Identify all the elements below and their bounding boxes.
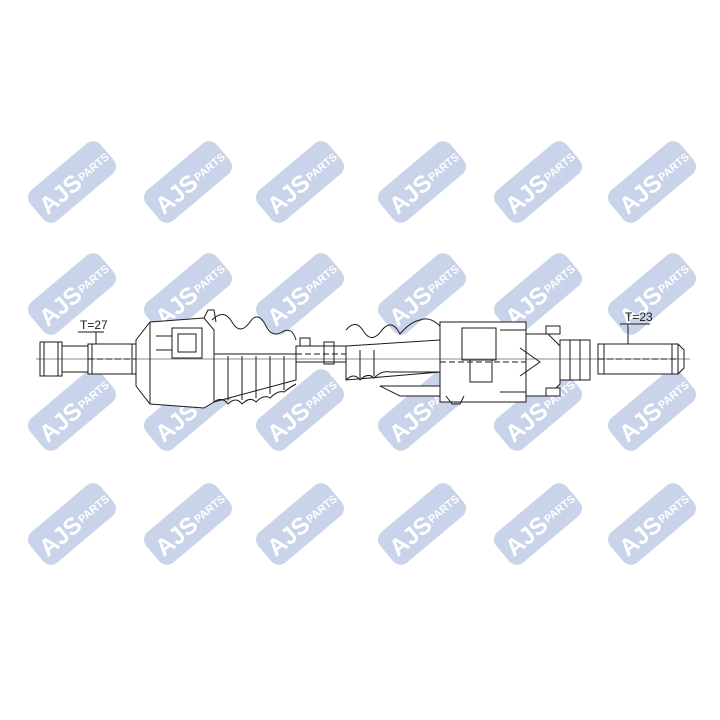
inner-housing (519, 325, 591, 397)
inner-boot (345, 318, 441, 397)
left-thread-label: T=27 (80, 318, 108, 332)
drive-shaft (36, 309, 690, 409)
middle-shaft (295, 337, 347, 365)
right-thread-label: T=23 (625, 310, 653, 324)
inner-tripod-joint (439, 321, 527, 405)
right-spline-end (597, 323, 685, 375)
outer-cv-joint (135, 309, 217, 409)
outer-boot (211, 314, 297, 405)
left-spline-end (39, 331, 137, 377)
